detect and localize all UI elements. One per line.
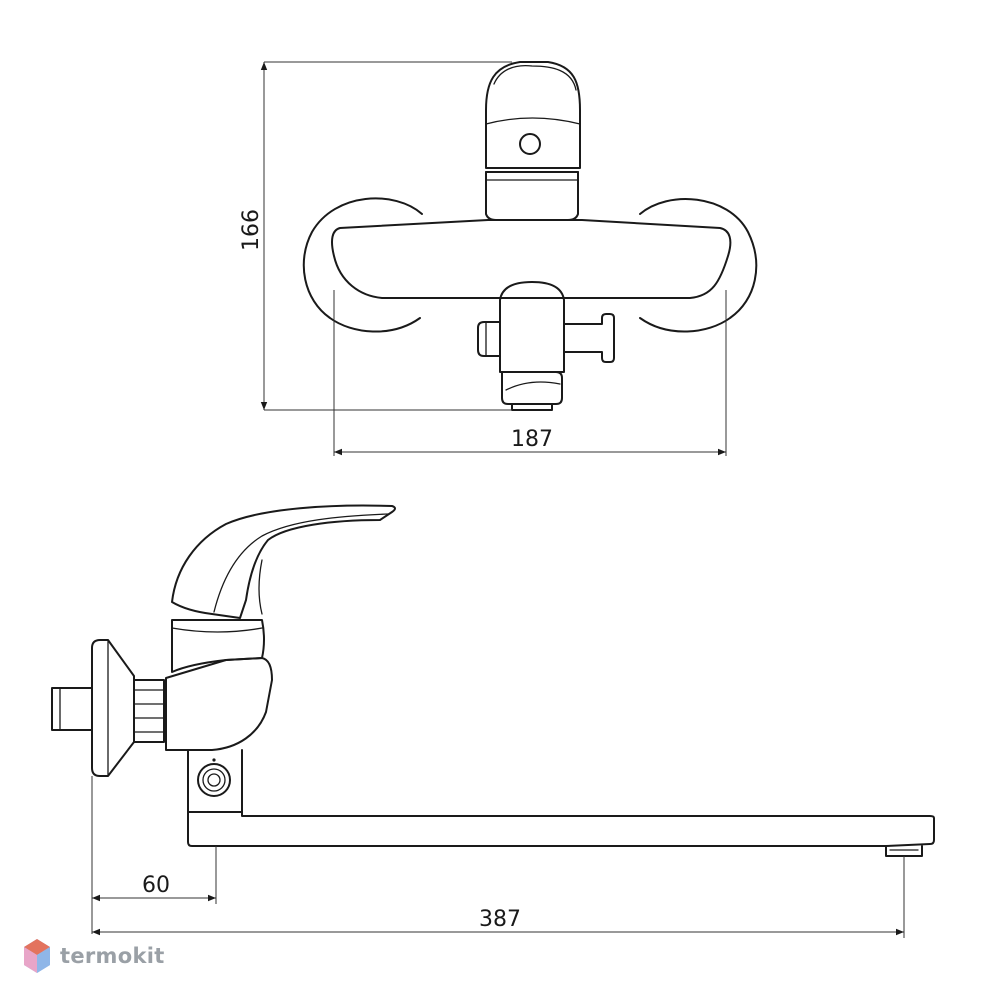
- lever-cap: [493, 64, 577, 91]
- diverter-mid-ring: [202, 768, 226, 792]
- brand-name: termokit: [60, 944, 165, 968]
- cartridge-side: [171, 619, 265, 673]
- cartridge-side-band: [171, 627, 263, 633]
- body-side: [165, 657, 273, 751]
- cartridge-column: [485, 171, 579, 221]
- brand-hexagon-icon: [24, 939, 50, 973]
- dim-label-length: 387: [479, 907, 521, 932]
- dim-length: 387: [92, 856, 905, 938]
- diverter-housing: [499, 281, 565, 373]
- hex-nut: [133, 679, 165, 743]
- wall-pipe: [51, 687, 93, 731]
- right-flange: [639, 198, 758, 333]
- lever-screw: [519, 133, 541, 155]
- left-flange: [302, 197, 423, 333]
- diverter-left-knob: [477, 321, 501, 357]
- diverter-dot: [212, 758, 216, 762]
- lever-side: [171, 504, 396, 619]
- dim-height: 166: [239, 61, 512, 411]
- diverter-outer-ring: [197, 763, 231, 797]
- outlet-tip: [511, 403, 553, 411]
- flange-side: [91, 639, 135, 777]
- lever-handle: [485, 61, 581, 169]
- diverter-block: [187, 749, 243, 813]
- diverter-right-knob: [563, 313, 615, 363]
- aerator: [885, 845, 923, 857]
- nut-body: [133, 679, 165, 743]
- dim-width: 187: [333, 290, 727, 456]
- outlet-nozzle: [501, 371, 563, 405]
- lever-pivot: [258, 559, 263, 615]
- dim-offset: 60: [91, 776, 217, 934]
- lever-side-inner: [213, 513, 389, 613]
- lever-band: [485, 117, 581, 125]
- dim-label-width: 187: [511, 427, 553, 452]
- front-view: 166 187: [239, 61, 758, 456]
- mixer-body: [331, 219, 732, 299]
- diverter-inner-ring: [207, 773, 221, 787]
- brand-logo: termokit: [22, 936, 165, 976]
- dim-label-height: 166: [239, 209, 264, 251]
- side-view: 60 387: [51, 504, 935, 938]
- dim-label-offset: 60: [142, 873, 170, 898]
- long-spout: [187, 811, 935, 847]
- outlet-line: [505, 381, 561, 391]
